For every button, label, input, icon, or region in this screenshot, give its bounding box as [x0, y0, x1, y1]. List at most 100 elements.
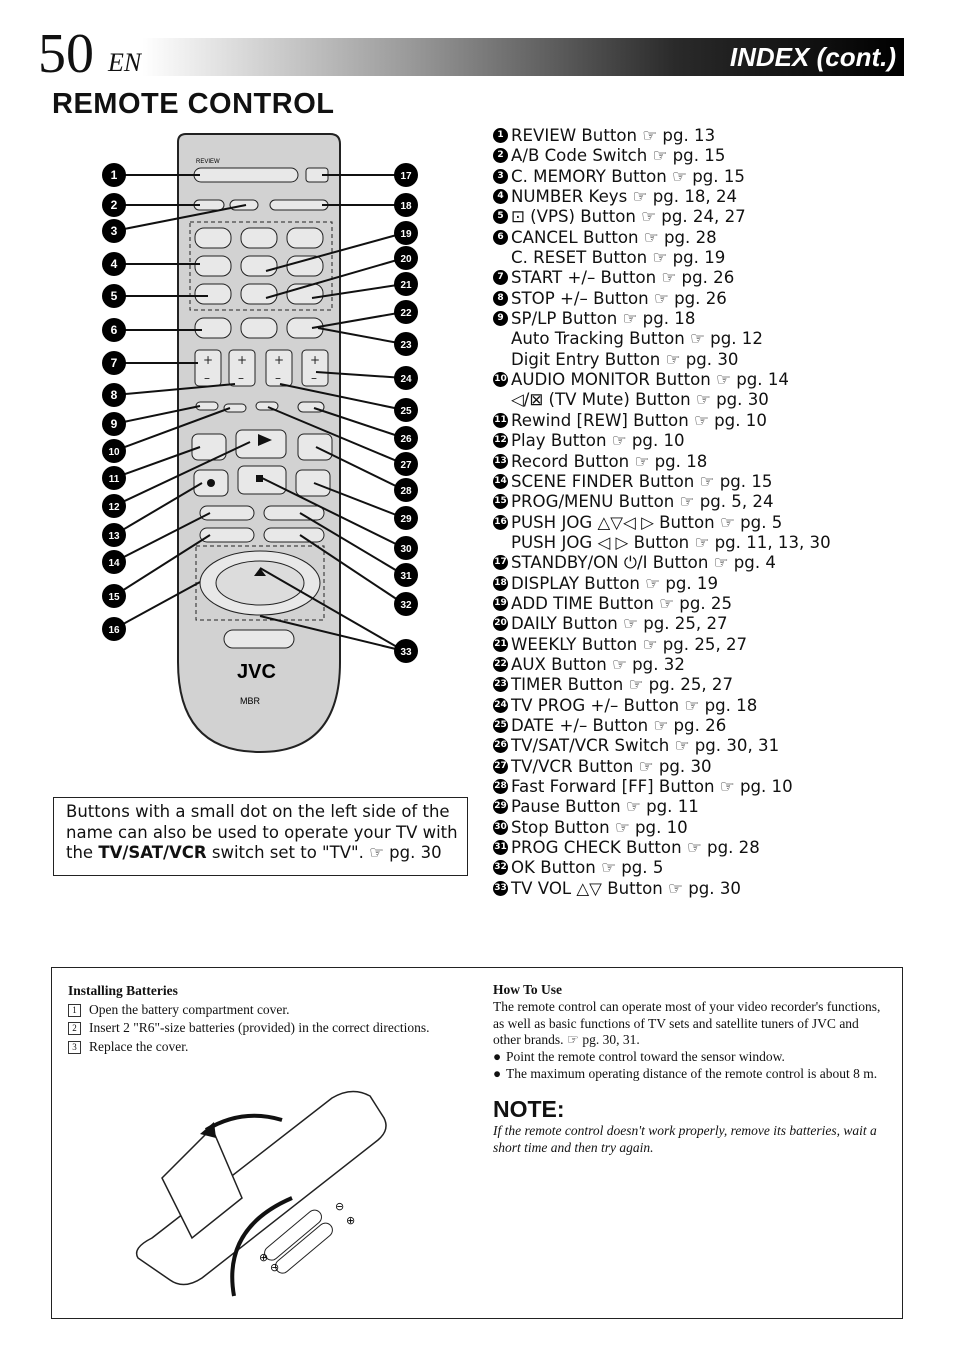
index-item-text: DATE +/– Button ☞ pg. 26 — [511, 715, 727, 735]
bottom-button — [223, 629, 295, 649]
index-number-badge: 16 — [493, 514, 508, 530]
index-number-badge: 26 — [493, 738, 508, 754]
index-number-badge: 12 — [493, 433, 508, 449]
svg-text:29: 29 — [400, 514, 412, 525]
svg-text:6: 6 — [111, 323, 118, 337]
index-number-badge: 32 — [493, 860, 508, 876]
index-number-badge: 13 — [493, 453, 508, 469]
callout-lines — [113, 174, 405, 652]
svg-text:32: 32 — [400, 600, 412, 611]
index-item-text: AUX Button ☞ pg. 32 — [511, 654, 685, 674]
how-to-bullet: ●Point the remote control toward the sen… — [493, 1049, 785, 1065]
svg-text:3: 3 — [111, 224, 118, 238]
index-number-badge: 14 — [493, 473, 508, 489]
svg-text:5: 5 — [111, 289, 118, 303]
header-bar: INDEX (cont.) — [142, 38, 904, 76]
index-item: 5⊡ (VPS) Button ☞ pg. 24, 27 — [493, 207, 913, 227]
index-item-text: TIMER Button ☞ pg. 25, 27 — [511, 675, 734, 695]
index-item-text: Record Button ☞ pg. 18 — [511, 451, 708, 471]
index-item-text: C. RESET Button ☞ pg. 19 — [511, 248, 726, 268]
how-to-use-text: The remote control can operate most of y… — [493, 998, 881, 1048]
step-number: 2 — [68, 1022, 81, 1035]
page-header: 50 EN INDEX (cont.) — [38, 26, 904, 82]
index-number-badge: 21 — [493, 636, 508, 652]
index-number-badge: 31 — [493, 840, 508, 856]
svg-text:15: 15 — [108, 592, 120, 603]
index-item-text: ⊡ (VPS) Button ☞ pg. 24, 27 — [511, 207, 746, 227]
index-item-text: STANDBY/ON ⏻/I Button ☞ pg. 4 — [511, 553, 776, 573]
plus-minus-buttons — [194, 349, 329, 387]
svg-text:21: 21 — [400, 280, 412, 291]
index-number-badge: 30 — [493, 819, 508, 835]
stop-icon — [256, 475, 263, 482]
battery-illustration: ⊖ ⊕ ⊕ ⊖ — [135, 1090, 387, 1297]
index-item-text: STOP +/– Button ☞ pg. 26 — [511, 288, 727, 308]
index-number-badge: 27 — [493, 758, 508, 774]
svg-text:+: + — [310, 353, 320, 367]
svg-text:+: + — [203, 353, 213, 367]
rewind-button — [191, 433, 227, 461]
index-item-text: SP/LP Button ☞ pg. 18 — [511, 309, 696, 329]
svg-text:23: 23 — [400, 340, 412, 351]
svg-text:31: 31 — [400, 571, 412, 582]
index-item-text: NUMBER Keys ☞ pg. 18, 24 — [511, 187, 738, 207]
plus-mark: ⊕ — [259, 1251, 268, 1264]
svg-text:+: + — [237, 353, 247, 367]
index-number-badge: 33 — [493, 880, 508, 896]
index-item-text: TV PROG +/– Button ☞ pg. 18 — [511, 695, 758, 715]
svg-text:30: 30 — [400, 544, 412, 555]
svg-text:20: 20 — [400, 254, 412, 265]
push-jog-area — [195, 545, 325, 621]
index-item-text: PROG/MENU Button ☞ pg. 5, 24 — [511, 492, 774, 512]
index-number-badge: 20 — [493, 616, 508, 632]
index-item-text: ◁/⊠ (TV Mute) Button ☞ pg. 30 — [511, 390, 769, 410]
svg-text:10: 10 — [108, 447, 120, 458]
index-number-badge: 9 — [493, 311, 508, 327]
battery-cover — [161, 1126, 243, 1240]
svg-text:1: 1 — [111, 168, 118, 182]
svg-text:26: 26 — [400, 434, 412, 445]
how-to-use: How To Use The remote control can operat… — [493, 982, 883, 1156]
svg-text:14: 14 — [108, 558, 120, 569]
callout-badges: 1 2 3 4 5 6 7 8 9 10 11 12 13 14 15 16 1… — [102, 163, 418, 663]
index-number-badge: 8 — [493, 290, 508, 306]
record-icon — [207, 479, 215, 487]
index-item-text: REVIEW Button ☞ pg. 13 — [511, 126, 716, 145]
number-keys-area — [189, 221, 333, 311]
index-item-text: CANCEL Button ☞ pg. 28 — [511, 227, 717, 247]
tv-note-box: Buttons with a small dot on the left sid… — [53, 797, 468, 876]
index-item-text: Auto Tracking Button ☞ pg. 12 — [511, 329, 763, 349]
prog-check-button — [263, 505, 325, 521]
index-item-text: PROG CHECK Button ☞ pg. 28 — [511, 838, 760, 858]
svg-text:22: 22 — [400, 308, 412, 319]
index-item-text: DISPLAY Button ☞ pg. 19 — [511, 573, 719, 593]
index-number-badge: 6 — [493, 229, 508, 245]
svg-text:9: 9 — [111, 417, 118, 431]
svg-text:13: 13 — [108, 531, 120, 542]
header-title: INDEX (cont.) — [729, 42, 896, 72]
index-number-badge: 7 — [493, 270, 508, 286]
batteries — [264, 1209, 333, 1274]
index-number-badge: 4 — [493, 189, 508, 205]
